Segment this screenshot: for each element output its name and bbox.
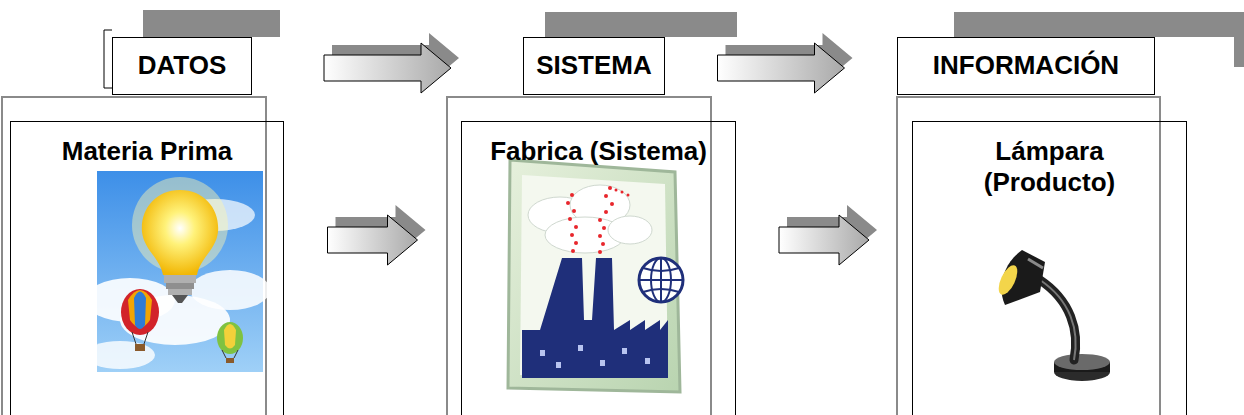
shadow-bar — [954, 12, 1244, 37]
shadow-bar — [1234, 12, 1244, 67]
picture-panel: Fabrica (Sistema) — [461, 121, 736, 415]
double-edge — [104, 30, 105, 88]
double-edge — [104, 30, 112, 31]
picture-panel: Materia Prima — [10, 121, 284, 415]
header-label: DATOS — [138, 50, 227, 81]
panel-title: Fabrica (Sistema) — [462, 136, 735, 167]
block-arrow — [252, 33, 523, 93]
panel-title: Lámpara (Producto) — [913, 136, 1186, 198]
block-arrow — [736, 205, 912, 265]
picture-panel: Lámpara (Producto) — [912, 121, 1187, 415]
lamp-picture — [995, 250, 1110, 381]
block-arrow — [665, 33, 897, 93]
block-arrow — [284, 205, 461, 265]
panel-title: Materia Prima — [11, 136, 283, 167]
shadow-bar — [143, 10, 280, 37]
header-label: SISTEMA — [536, 50, 652, 81]
shadow-bar — [545, 12, 737, 37]
header-box: INFORMACIÓN — [897, 37, 1155, 95]
header-box: SISTEMA — [523, 37, 665, 95]
bulb-picture — [85, 171, 270, 372]
header-label: INFORMACIÓN — [933, 50, 1119, 81]
header-box: DATOS — [112, 37, 252, 95]
double-edge — [104, 88, 112, 89]
factory-picture — [508, 160, 683, 392]
